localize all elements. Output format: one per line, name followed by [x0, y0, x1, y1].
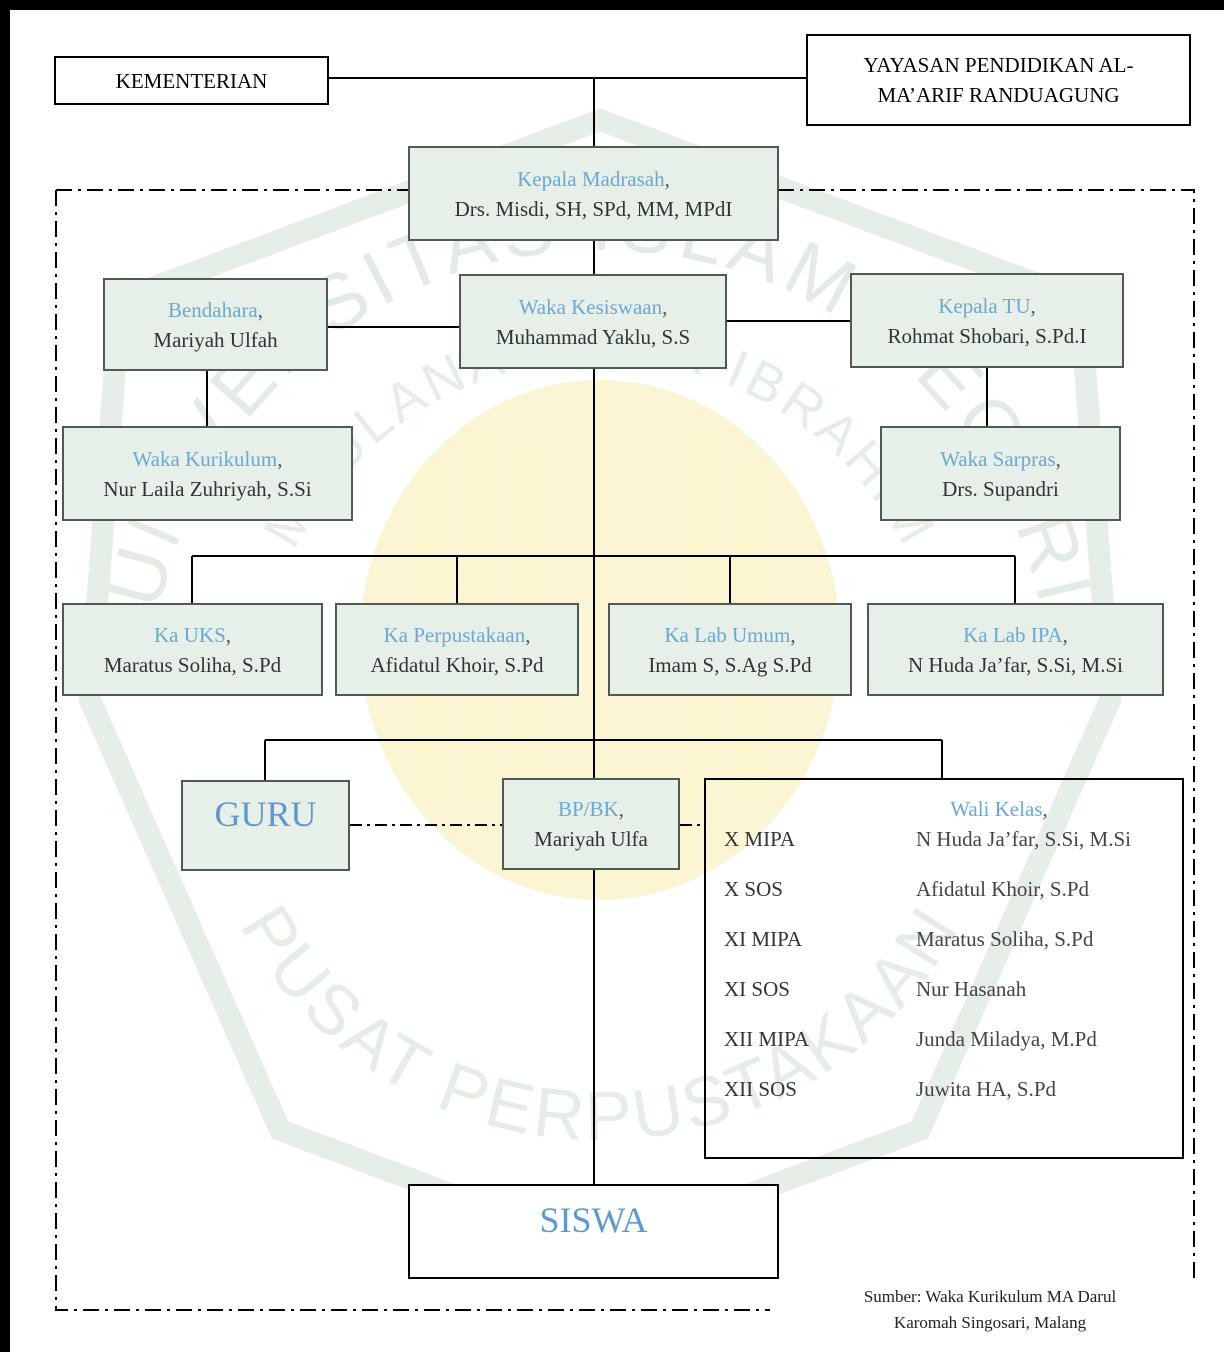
wali-row: X SOS Afidatul Khoir, S.Pd	[706, 874, 1182, 924]
waka-sarpras-box: Waka Sarpras, Drs. Supandri	[880, 426, 1121, 521]
ka-uks-name: Maratus Soliha, S.Pd	[103, 652, 282, 677]
boundary-dashdot-line	[55, 189, 1195, 1311]
waka-kurikulum-name: Nur Laila Zuhriyah, S.Si	[103, 476, 312, 501]
wali-class: X SOS	[724, 877, 783, 901]
wali-teacher: Junda Miladya, M.Pd	[916, 1027, 1097, 1051]
wali-row: XII MIPA Junda Miladya, M.Pd	[706, 1024, 1182, 1074]
yayasan-line1: YAYASAN PENDIDIKAN AL-	[863, 53, 1134, 77]
ka-lab-ipa-name: N Huda Ja’far, S.Si, M.Si	[908, 652, 1123, 677]
wali-teacher: Maratus Soliha, S.Pd	[916, 927, 1094, 951]
kepala-madrasah-box: Kepala Madrasah, Drs. Misdi, SH, SPd, MM…	[408, 146, 779, 241]
waka-kesiswaan-role: Waka Kesiswaan	[518, 294, 663, 319]
ka-uks-box: Ka UKS, Maratus Soliha, S.Pd	[62, 603, 323, 696]
ka-lab-ipa-role: Ka Lab IPA	[963, 622, 1063, 647]
bendahara-role: Bendahara	[167, 297, 258, 322]
ka-lab-umum-box: Ka Lab Umum, Imam S, S.Ag S.Pd	[608, 603, 852, 696]
frame-top-border	[0, 0, 1224, 10]
waka-sarpras-role: Waka Sarpras	[940, 446, 1056, 471]
wali-class: XI SOS	[724, 977, 790, 1001]
wali-class: X MIPA	[724, 827, 795, 851]
wali-kelas-title: Wali Kelas	[950, 797, 1043, 821]
bendahara-name: Mariyah Ulfah	[153, 327, 278, 352]
source-caption: Sumber: Waka Kurikulum MA Darul Karomah …	[790, 1284, 1190, 1336]
ka-lab-umum-name: Imam S, S.Ag S.Pd	[648, 652, 812, 677]
source-line1: Sumber: Waka Kurikulum MA Darul	[863, 1287, 1117, 1306]
kepala-tu-name: Rohmat Shobari, S.Pd.I	[887, 323, 1087, 348]
wali-row: X MIPA N Huda Ja’far, S.Si, M.Si	[706, 824, 1182, 874]
yayasan-box: YAYASAN PENDIDIKAN AL- MA’ARIF RANDUAGUN…	[806, 34, 1191, 126]
waka-kurikulum-role: Waka Kurikulum	[132, 446, 278, 471]
siswa-label: SISWA	[539, 1200, 648, 1240]
wali-class: XII MIPA	[724, 1027, 809, 1051]
ka-lab-umum-role: Ka Lab Umum	[664, 622, 791, 647]
kepala-tu-role: Kepala TU	[938, 293, 1031, 318]
yayasan-line2: MA’ARIF RANDUAGUNG	[877, 83, 1120, 107]
waka-kesiswaan-box: Waka Kesiswaan, Muhammad Yaklu, S.S	[459, 274, 727, 369]
bpbk-box: BP/BK, Mariyah Ulfa	[502, 778, 680, 870]
kementerian-label: KEMENTERIAN	[115, 68, 268, 93]
ka-uks-role: Ka UKS	[154, 622, 226, 647]
wali-teacher: Juwita HA, S.Pd	[916, 1077, 1057, 1101]
wali-teacher: Nur Hasanah	[916, 977, 1027, 1001]
waka-kesiswaan-name: Muhammad Yaklu, S.S	[495, 324, 691, 349]
frame-left-border	[0, 0, 10, 1352]
ka-lab-ipa-box: Ka Lab IPA, N Huda Ja’far, S.Si, M.Si	[867, 603, 1164, 696]
waka-sarpras-name: Drs. Supandri	[942, 476, 1059, 501]
connector-lines	[191, 77, 1016, 1184]
wali-teacher: N Huda Ja’far, S.Si, M.Si	[916, 827, 1131, 851]
bpbk-role: BP/BK	[558, 797, 619, 821]
wali-teacher: Afidatul Khoir, S.Pd	[916, 877, 1089, 901]
ka-perpustakaan-role: Ka Perpustakaan	[383, 622, 526, 647]
wali-row: XI MIPA Maratus Soliha, S.Pd	[706, 924, 1182, 974]
wali-row: XII SOS Juwita HA, S.Pd	[706, 1074, 1182, 1124]
source-line2: Karomah Singosari, Malang	[893, 1313, 1087, 1332]
guru-box: GURU	[181, 780, 350, 871]
bpbk-name: Mariyah Ulfa	[534, 827, 648, 851]
wali-row: XI SOS Nur Hasanah	[706, 974, 1182, 1024]
guru-label: GURU	[214, 794, 317, 834]
kementerian-box: KEMENTERIAN	[54, 56, 329, 105]
kepala-madrasah-role: Kepala Madrasah	[517, 166, 665, 191]
ka-perpustakaan-name: Afidatul Khoir, S.Pd	[370, 652, 544, 677]
bendahara-box: Bendahara, Mariyah Ulfah	[103, 278, 328, 371]
wali-kelas-box: Wali Kelas, X MIPA N Huda Ja’far, S.Si, …	[704, 778, 1184, 1159]
wali-class: XII SOS	[724, 1077, 797, 1101]
kepala-madrasah-name: Drs. Misdi, SH, SPd, MM, MPdI	[454, 196, 733, 221]
wali-class: XI MIPA	[724, 927, 802, 951]
waka-kurikulum-box: Waka Kurikulum, Nur Laila Zuhriyah, S.Si	[62, 426, 353, 521]
kepala-tu-box: Kepala TU, Rohmat Shobari, S.Pd.I	[850, 273, 1124, 368]
siswa-box: SISWA	[408, 1184, 779, 1279]
ka-perpustakaan-box: Ka Perpustakaan, Afidatul Khoir, S.Pd	[335, 603, 579, 696]
